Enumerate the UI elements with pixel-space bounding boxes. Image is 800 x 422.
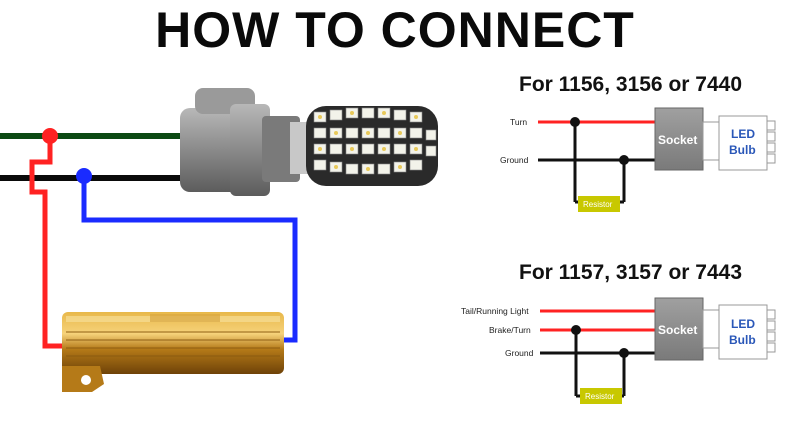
socket-label: Socket	[658, 323, 697, 337]
socket-box	[654, 107, 704, 171]
resistor-box	[580, 388, 622, 404]
wire-label-tail: Tail/Running Light	[461, 306, 529, 316]
led-label-line2: Bulb	[729, 143, 756, 157]
led-label-line1: LED	[731, 127, 755, 141]
led-bulb-box	[718, 304, 768, 360]
led-label-line1: LED	[731, 317, 755, 331]
diagram-1156-heading: For 1156, 3156 or 7440	[519, 73, 742, 96]
wire-label-ground: Ground	[500, 155, 529, 165]
left-wiring-photo	[0, 88, 438, 392]
diagram-1157-heading: For 1157, 3157 or 7443	[519, 261, 742, 284]
socket-label: Socket	[658, 133, 697, 147]
wire-label-ground: Ground	[505, 348, 534, 358]
blue-splice-dot	[76, 168, 92, 184]
blue-wire	[81, 178, 298, 343]
led-label-line2: Bulb	[729, 333, 756, 347]
diagram-1156: For 1156, 3156 or 7440 Turn Ground Resis…	[500, 73, 776, 212]
led-bulb-box	[718, 115, 768, 171]
wire-label-turn: Turn	[510, 117, 527, 127]
red-splice-dot	[42, 128, 58, 144]
diagram-1157: For 1157, 3157 or 7443 Tail/Running Ligh…	[461, 261, 776, 404]
led-bulb-photo	[306, 106, 438, 186]
resistor-label: Resistor	[583, 200, 613, 209]
wire-label-brake: Brake/Turn	[489, 325, 531, 335]
resistor-label: Resistor	[585, 392, 615, 401]
load-resistor	[62, 312, 284, 392]
resistor-box	[578, 196, 620, 212]
bulb-socket	[180, 88, 312, 196]
socket-box	[654, 297, 704, 361]
page-title: HOW TO CONNECT	[155, 2, 635, 58]
red-wire	[29, 136, 64, 349]
